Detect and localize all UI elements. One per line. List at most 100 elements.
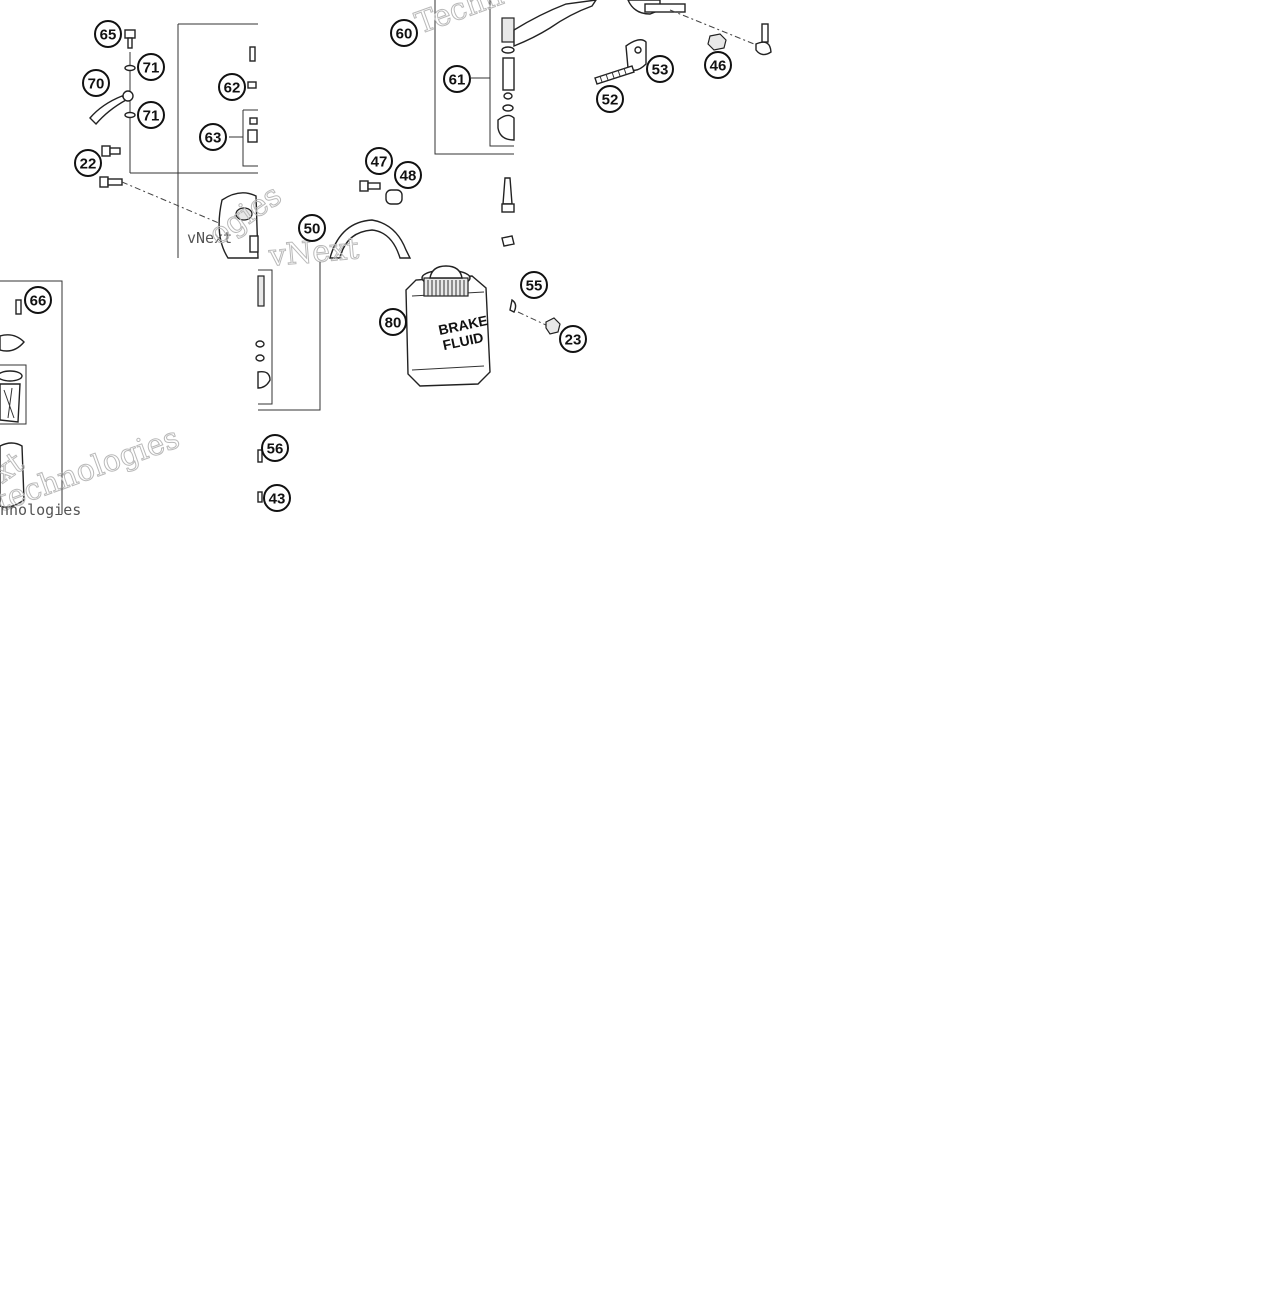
diagram-tile-middle-left: xt technologies nnologies xyxy=(0,280,185,520)
callout-circle xyxy=(263,484,291,512)
bolt-part xyxy=(101,145,121,157)
nut-part xyxy=(545,317,561,335)
diagram-tile-top-right xyxy=(594,0,772,85)
diagram-tile-middle-middle: BRAKE FLUID xyxy=(255,262,561,503)
callout-23: 23 xyxy=(559,325,587,353)
callout-number: 71 xyxy=(143,108,160,125)
callout-number: 65 xyxy=(100,27,117,44)
boot-part xyxy=(257,370,271,389)
callout-number: 50 xyxy=(304,221,321,238)
callout-circle xyxy=(390,19,418,47)
callout-43: 43 xyxy=(263,484,291,512)
callout-number: 52 xyxy=(602,92,619,109)
brake-hose-part xyxy=(329,219,412,259)
callout-circle xyxy=(704,51,732,79)
callout-53: 53 xyxy=(646,55,674,83)
callout-number: 71 xyxy=(143,60,160,77)
brake-hose-part xyxy=(89,90,134,126)
bolt-part xyxy=(509,298,517,313)
callout-circle xyxy=(137,101,165,129)
callout-layer: 65 71 70 71 22 62 63 60 61 47 48 50 53 46 52 66 55 23 80 56… xyxy=(24,19,732,512)
rod-part xyxy=(627,0,686,15)
callout-62: 62 xyxy=(218,73,246,101)
callout-number: 66 xyxy=(30,293,47,310)
brake-pedal-part xyxy=(513,0,597,48)
callout-66: 66 xyxy=(24,286,52,314)
watermark-text: nnologies xyxy=(0,501,81,519)
callout-number: 70 xyxy=(88,76,105,93)
callout-number: 53 xyxy=(652,62,669,79)
callout-circle xyxy=(199,123,227,151)
watermark-text: Techn xyxy=(411,0,508,42)
callout-71: 71 xyxy=(137,53,165,81)
callout-circle xyxy=(443,65,471,93)
callout-number: 48 xyxy=(400,168,417,185)
callout-circle xyxy=(520,271,548,299)
callout-circle xyxy=(82,69,110,97)
callout-circle xyxy=(365,147,393,175)
spring-part xyxy=(594,65,635,85)
callout-number: 23 xyxy=(565,332,582,349)
callout-number: 62 xyxy=(224,80,241,97)
callout-number: 46 xyxy=(710,58,727,75)
callout-46: 46 xyxy=(704,51,732,79)
callout-52: 52 xyxy=(596,85,624,113)
piston-stack-part xyxy=(497,17,515,141)
seal-part xyxy=(255,340,265,348)
master-cylinder-part xyxy=(218,192,259,259)
callout-circle xyxy=(394,161,422,189)
callout-circle xyxy=(379,308,407,336)
callout-48: 48 xyxy=(394,161,422,189)
pin-part xyxy=(249,46,256,62)
pin-part xyxy=(247,81,257,89)
bushing-part xyxy=(359,180,403,205)
watermark-text: vNext xyxy=(187,229,232,247)
clevis-part xyxy=(755,23,772,56)
pin-part xyxy=(257,491,263,503)
callout-80: 80 xyxy=(379,308,407,336)
diagram-tile-top-left: vNext ogies xyxy=(89,23,289,259)
seal-part xyxy=(247,129,258,143)
callout-55: 55 xyxy=(520,271,548,299)
callout-circle xyxy=(298,214,326,242)
callout-circle xyxy=(261,434,289,462)
callout-circle xyxy=(559,325,587,353)
pin-part xyxy=(257,449,263,463)
callout-circle xyxy=(24,286,52,314)
reservoir-part xyxy=(0,442,25,508)
seal-part xyxy=(249,117,258,125)
brake-fluid-bottle: BRAKE FLUID xyxy=(405,265,491,387)
callout-circle xyxy=(137,53,165,81)
callout-63: 63 xyxy=(199,123,227,151)
callout-number: 22 xyxy=(80,156,97,173)
callout-61: 61 xyxy=(443,65,471,93)
callout-number: 56 xyxy=(267,441,284,458)
callout-number: 55 xyxy=(526,278,543,295)
bleed-nipple-part xyxy=(501,177,515,247)
callout-71: 71 xyxy=(137,101,165,129)
callout-number: 63 xyxy=(205,130,222,147)
long-bolt-part xyxy=(99,176,123,188)
callout-number: 43 xyxy=(269,491,286,508)
callout-number: 61 xyxy=(449,72,466,89)
callout-47: 47 xyxy=(365,147,393,175)
callout-circle xyxy=(646,55,674,83)
seal-part xyxy=(255,354,265,362)
callout-56: 56 xyxy=(261,434,289,462)
callout-circle xyxy=(596,85,624,113)
cap-part xyxy=(0,334,25,352)
callout-50: 50 xyxy=(298,214,326,242)
nut-part xyxy=(707,33,727,51)
callout-60: 60 xyxy=(390,19,418,47)
diaphragm-part xyxy=(0,370,23,382)
callout-circle xyxy=(74,149,102,177)
callout-number: 80 xyxy=(385,315,402,332)
washer-part xyxy=(124,64,136,72)
callout-number: 60 xyxy=(396,26,413,43)
piston-part xyxy=(257,275,265,307)
plate-part xyxy=(625,39,647,71)
pin-part xyxy=(15,299,22,315)
callout-70: 70 xyxy=(82,69,110,97)
callout-circle xyxy=(218,73,246,101)
